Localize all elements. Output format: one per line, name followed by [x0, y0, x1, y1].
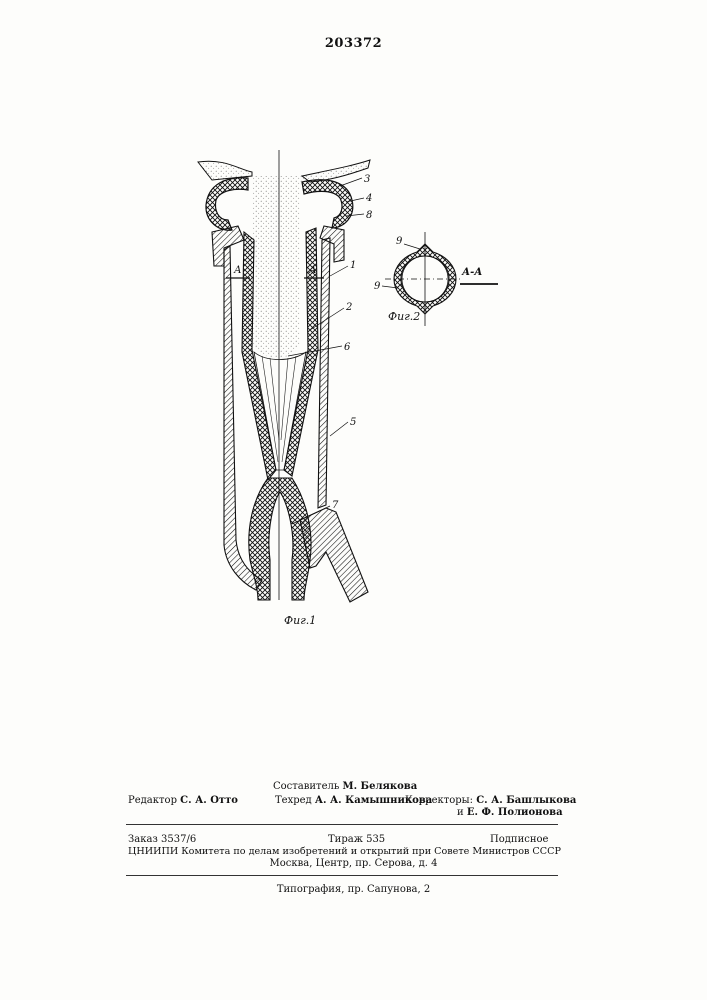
corrector-2: Е. Ф. Полионова	[467, 807, 563, 818]
imprint-institute: ЦНИИПИ Комитета по делам изобретений и о…	[128, 846, 558, 858]
imprint-subscription: Подписное	[490, 834, 548, 846]
part-label-8: 8	[366, 210, 372, 221]
imprint-compiler: Составитель М. Белякова	[273, 781, 417, 793]
section-label-a-right: А	[308, 265, 317, 276]
divider-top	[126, 824, 558, 825]
editor-name: С. А. Отто	[180, 795, 238, 806]
imprint-corrector-2: и Е. Ф. Полионова	[457, 807, 563, 819]
bulb-7	[249, 478, 311, 600]
compiler-role: Составитель	[273, 781, 339, 792]
fig2-label-9-top: 9	[396, 236, 403, 247]
outlet-pipe	[300, 508, 368, 602]
corrector-2-prefix: и	[457, 807, 464, 818]
corrector-1: С. А. Башлыкова	[476, 795, 576, 806]
part-label-3: 3	[364, 174, 370, 185]
part-label-7: 7	[332, 500, 339, 511]
part-label-1: 1	[350, 260, 356, 271]
figure-2-caption: Фиг.2	[388, 310, 420, 323]
imprint-printer: Типография, пр. Сапунова, 2	[0, 884, 707, 896]
imprint-print-run: Тираж 535	[328, 834, 385, 846]
editor-role: Редактор	[128, 795, 177, 806]
section-label-a-left: А	[233, 265, 242, 276]
fig2-section-label: А-А	[461, 267, 482, 278]
correctors-role: Корректоры:	[405, 795, 473, 806]
fig2-leader-9-top	[404, 244, 420, 249]
cavity-fill	[252, 176, 304, 358]
imprint-order: Заказ 3537/6	[128, 834, 196, 846]
rim-right	[302, 180, 353, 228]
techred-role: Техред	[275, 795, 312, 806]
part-label-5: 5	[350, 417, 356, 428]
figure-1-caption: Фиг.1	[284, 614, 316, 627]
fig2-label-9-left: 9	[374, 281, 381, 292]
part-label-6: 6	[344, 342, 351, 353]
imprint-editor: Редактор С. А. Отто	[128, 795, 238, 807]
divider-bottom	[126, 875, 558, 876]
imprint-address: Москва, Центр, пр. Серова, д. 4	[0, 858, 707, 870]
compiler-name: М. Белякова	[343, 781, 418, 792]
imprint-correctors: Корректоры: С. А. Башлыкова	[405, 795, 576, 807]
figure-2: 9 9 А-А Фиг.2	[374, 232, 498, 326]
part-label-4: 4	[365, 193, 372, 204]
part-label-2: 2	[345, 302, 352, 313]
rim-left	[206, 178, 248, 231]
figure-1: А А 3 4 8 1 2 6 5 7 Фиг.1	[198, 150, 372, 627]
